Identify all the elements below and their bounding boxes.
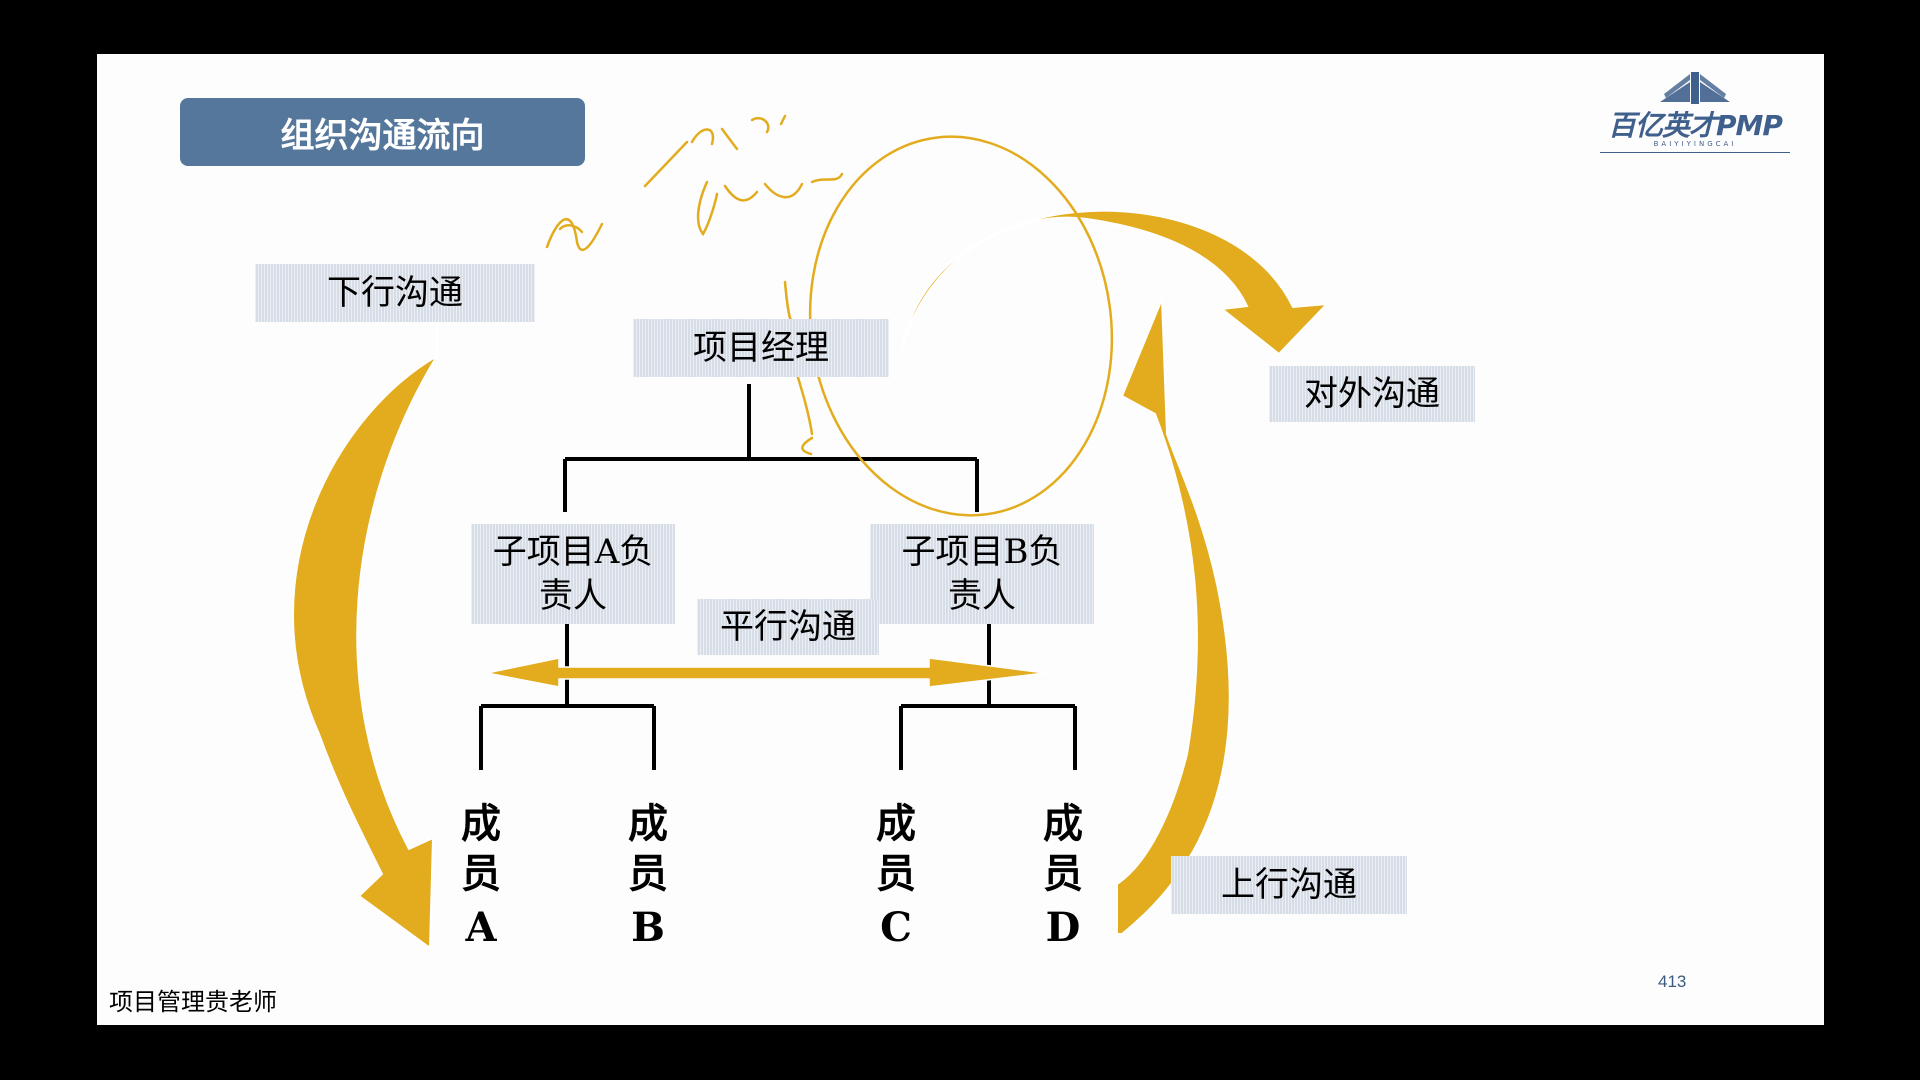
parallel-arrow [486, 657, 1046, 688]
slide: 组织沟通流向 百亿英才PMP BAIYIYINGCAI [97, 54, 1824, 1025]
member-c-letter: C [880, 904, 912, 951]
sub-project-a-box: 子项目A负责人 [471, 524, 675, 624]
member-c: 成 员 C [856, 799, 936, 953]
ink-scribble-1 [545, 218, 604, 252]
brand-subtitle: BAIYIYINGCAI [1653, 140, 1737, 148]
project-manager-box: 项目经理 [633, 319, 889, 377]
ink-scribble-3 [696, 172, 844, 237]
upward-label: 上行沟通 [1171, 856, 1407, 914]
member-d-char-2: 员 [1043, 850, 1083, 897]
book-icon [1660, 72, 1730, 104]
member-b-char-1: 成 [628, 800, 668, 847]
member-b-char-2: 员 [628, 850, 668, 897]
page-number: 413 [1658, 972, 1687, 991]
brand-logo: 百亿英才PMP BAIYIYINGCAI [1590, 64, 1800, 164]
external-label: 对外沟通 [1269, 366, 1475, 422]
brand-name: 百亿英才PMP [1608, 109, 1783, 142]
member-d-char-1: 成 [1043, 800, 1083, 847]
downward-arrow [292, 322, 438, 950]
member-a: 成 员 A [441, 799, 521, 953]
upward-arrow [1116, 298, 1231, 935]
member-a-char-1: 成 [461, 800, 501, 847]
diagram-canvas [292, 114, 1330, 950]
member-d: 成 员 D [1023, 799, 1103, 953]
sub-project-b-box: 子项目B负责人 [870, 524, 1094, 624]
org-connectors [479, 384, 1077, 770]
member-d-letter: D [1045, 904, 1081, 951]
member-b-letter: B [631, 904, 665, 951]
external-arrow [901, 209, 1330, 356]
member-a-letter: A [465, 904, 497, 951]
downward-label: 下行沟通 [255, 264, 535, 322]
brand-underline [1600, 152, 1790, 153]
footer-text: 项目管理贵老师 [109, 988, 277, 1016]
parallel-label: 平行沟通 [697, 599, 879, 655]
member-a-char-2: 员 [461, 850, 501, 897]
member-c-char-2: 员 [876, 850, 916, 897]
member-c-char-1: 成 [876, 800, 916, 847]
slide-title: 组织沟通流向 [180, 98, 585, 166]
member-b: 成 员 B [608, 799, 688, 953]
ink-scribble-2 [643, 114, 787, 188]
